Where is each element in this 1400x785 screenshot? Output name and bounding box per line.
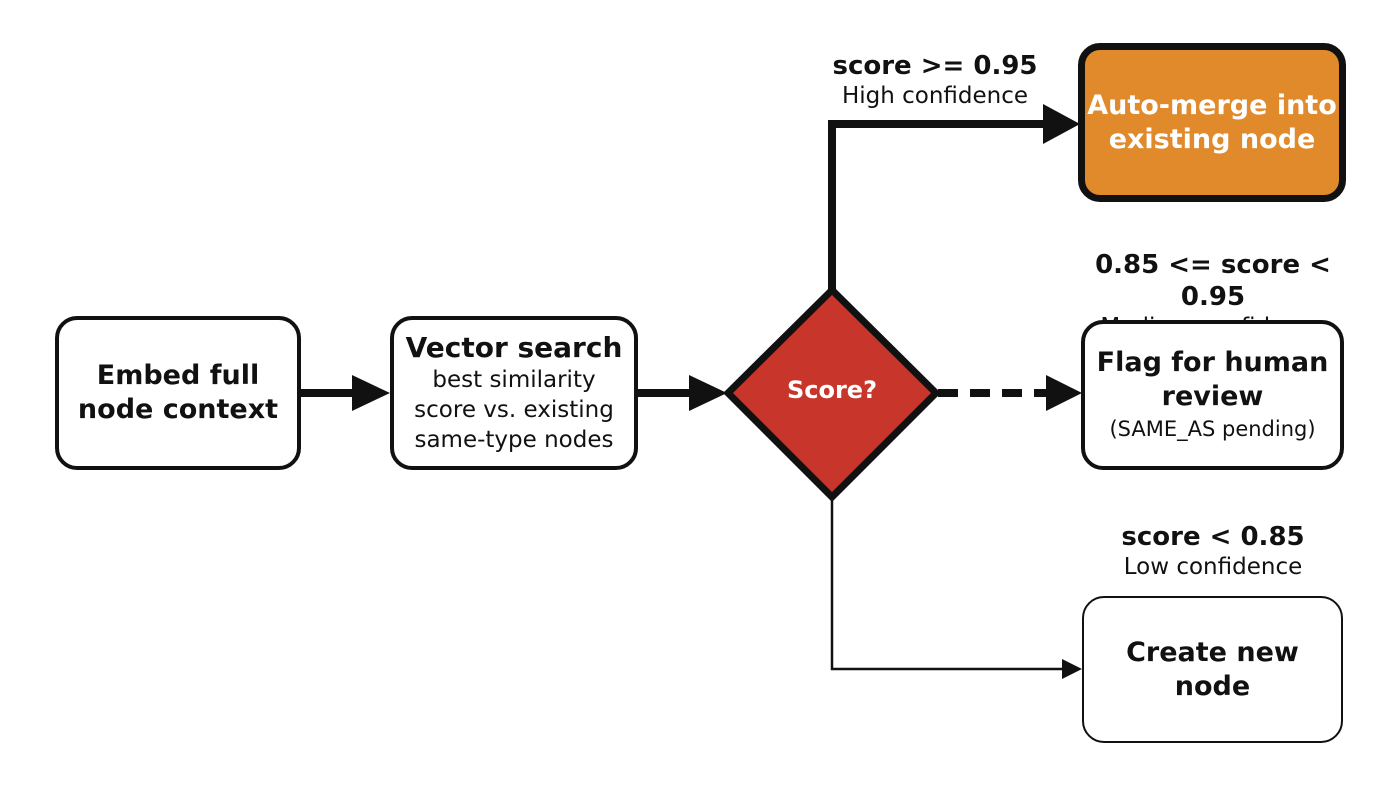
vector-search-subtitle: best similarity score vs. existing same-… [414,367,614,453]
create-node-title: Create new node [1126,636,1299,702]
arrow-low-branch [830,497,1066,671]
auto-merge-node: Auto-merge into existing node [1078,43,1346,202]
create-node: Create new node [1082,596,1343,743]
low-branch-label: score < 0.85 Low confidence [1090,521,1336,581]
decision-diamond [723,285,941,502]
arrowhead-embed-to-vector [352,375,390,411]
arrow-high-branch [828,120,1048,290]
medium-branch-condition: 0.85 <= score < 0.95 [1095,250,1331,312]
vector-search-node: Vector search best similarity score vs. … [390,316,638,470]
auto-merge-title: Auto-merge into existing node [1087,89,1337,155]
flag-review-title: Flag for human review [1096,347,1329,412]
vector-search-title: Vector search [405,331,623,364]
flag-review-node: Flag for human review (SAME_AS pending) [1081,320,1344,470]
flag-review-subtitle: (SAME_AS pending) [1109,417,1316,441]
low-branch-confidence: Low confidence [1123,554,1303,580]
high-branch-label: score >= 0.95 High confidence [810,50,1060,110]
arrowhead-high-branch [1043,104,1080,144]
embed-node: Embed full node context [55,316,301,470]
embed-node-title: Embed full node context [77,360,279,425]
arrowhead-medium-branch [1046,375,1082,411]
arrowhead-low-branch [1062,659,1082,679]
decision-label: Score? [786,376,878,404]
high-branch-confidence: High confidence [841,83,1029,109]
high-branch-condition: score >= 0.95 [832,51,1038,81]
arrowhead-vector-to-decision [689,375,727,411]
low-branch-condition: score < 0.85 [1121,522,1305,552]
